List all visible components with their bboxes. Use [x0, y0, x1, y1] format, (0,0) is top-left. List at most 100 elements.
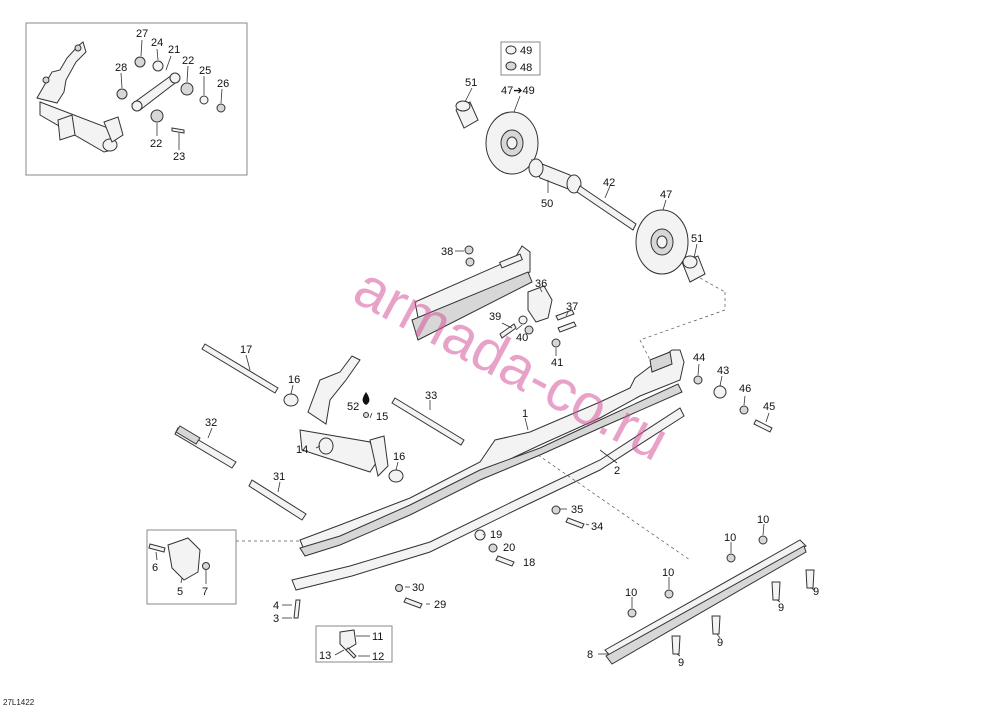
callout-3: 3 [273, 613, 279, 625]
callout-35: 35 [571, 504, 583, 516]
nut-part [551, 338, 561, 348]
nut-part [664, 589, 674, 599]
nut-part [464, 245, 474, 255]
callout-49: 49 [520, 45, 532, 57]
clip-leader-lines [334, 635, 370, 657]
washer-part [474, 529, 486, 541]
callout-16: 16 [393, 451, 405, 463]
callout-32: 32 [205, 417, 217, 429]
wear-strip-part [604, 539, 807, 665]
callout-22: 22 [150, 138, 162, 150]
callout-31: 31 [273, 471, 285, 483]
nut-part [465, 257, 475, 267]
stopper-block-part [167, 537, 201, 581]
callout-41: 41 [551, 357, 563, 369]
shaft-part [391, 397, 465, 446]
inset-clip-box [315, 625, 393, 663]
inset-leader-lines [120, 39, 223, 150]
nut-part [202, 562, 210, 570]
slide-rail-part [291, 349, 685, 591]
callout-10: 10 [724, 532, 736, 544]
callout-10: 10 [662, 567, 674, 579]
bolt-part [171, 127, 185, 134]
callout-47: 47 [660, 189, 672, 201]
bolt-part [293, 599, 301, 619]
inset-stopper-box [146, 529, 237, 605]
washer-part [713, 385, 727, 399]
callout-9: 9 [813, 586, 819, 598]
callout-20: 20 [503, 542, 515, 554]
callout-36: 36 [535, 278, 547, 290]
bolt-part [753, 419, 773, 433]
link-arm-part [131, 72, 181, 112]
upper-rail-leader-lines [455, 250, 569, 356]
callout-14: 14 [296, 444, 308, 456]
callout-46: 46 [739, 383, 751, 395]
callout-51: 51 [691, 233, 703, 245]
bolt-part [555, 309, 575, 321]
callout-9: 9 [717, 637, 723, 649]
idler-leader-lines [464, 87, 726, 361]
nut-part [524, 325, 534, 335]
callout-13: 13 [319, 650, 331, 662]
nut-part [216, 103, 226, 113]
shaft-part [201, 343, 279, 394]
nut-part [627, 608, 637, 618]
callout-34: 34 [591, 521, 603, 533]
bolt-part [771, 581, 781, 601]
bolt-part [403, 597, 423, 609]
inset-rocker-box [25, 22, 248, 176]
callout-28: 28 [115, 62, 127, 74]
nut-part [395, 584, 403, 592]
spacer-tube-part [528, 158, 582, 194]
frame-leader-lines [236, 417, 691, 561]
bolt-part [499, 323, 517, 339]
callout-12: 12 [372, 651, 384, 663]
callout-18: 18 [523, 557, 535, 569]
callout-19: 19 [490, 529, 502, 541]
callout-22: 22 [182, 55, 194, 67]
callout-10: 10 [625, 587, 637, 599]
callout-21: 21 [168, 44, 180, 56]
callout-24: 24 [151, 37, 163, 49]
bolt-part [805, 569, 815, 589]
spacer-part [388, 469, 404, 483]
rocker-arm-assembly [36, 41, 124, 153]
bearing-part [505, 45, 517, 55]
nut-part [116, 88, 128, 100]
callout-51: 51 [465, 77, 477, 89]
front-rocker-part [299, 355, 389, 477]
callout-40: 40 [516, 332, 528, 344]
callout-25: 25 [199, 65, 211, 77]
callout-5: 5 [177, 586, 183, 598]
center-leader-lines [207, 354, 431, 493]
callout-9: 9 [778, 602, 784, 614]
callout-2: 2 [614, 465, 620, 477]
bearing-set-box [500, 41, 541, 76]
callout-labels: 27 24 21 28 22 25 26 22 23 49 48 51 47➔4… [115, 28, 819, 669]
nut-part [726, 553, 736, 563]
nut-part [551, 505, 561, 515]
washer-part [518, 315, 528, 325]
spacer-part [455, 100, 479, 129]
strip-leader-lines [598, 523, 816, 657]
callout-11: 11 [372, 631, 383, 643]
callout-27: 27 [136, 28, 148, 40]
bolt-part [345, 647, 357, 659]
callout-7: 7 [202, 586, 208, 598]
callout-1: 1 [522, 408, 528, 420]
idler-wheel-part [485, 111, 539, 175]
nut-part [488, 543, 498, 553]
callout-29: 29 [434, 599, 446, 611]
slider-block-part [527, 285, 553, 323]
callout-38: 38 [441, 246, 453, 258]
callout-30: 30 [412, 582, 424, 594]
callout-45: 45 [763, 401, 775, 413]
bolt-part [495, 555, 515, 567]
right-fastener-leader-lines [697, 363, 770, 423]
upper-rail-part [411, 245, 533, 341]
callout-44: 44 [693, 352, 705, 364]
callout-17: 17 [240, 344, 252, 356]
washer-part [199, 95, 209, 105]
